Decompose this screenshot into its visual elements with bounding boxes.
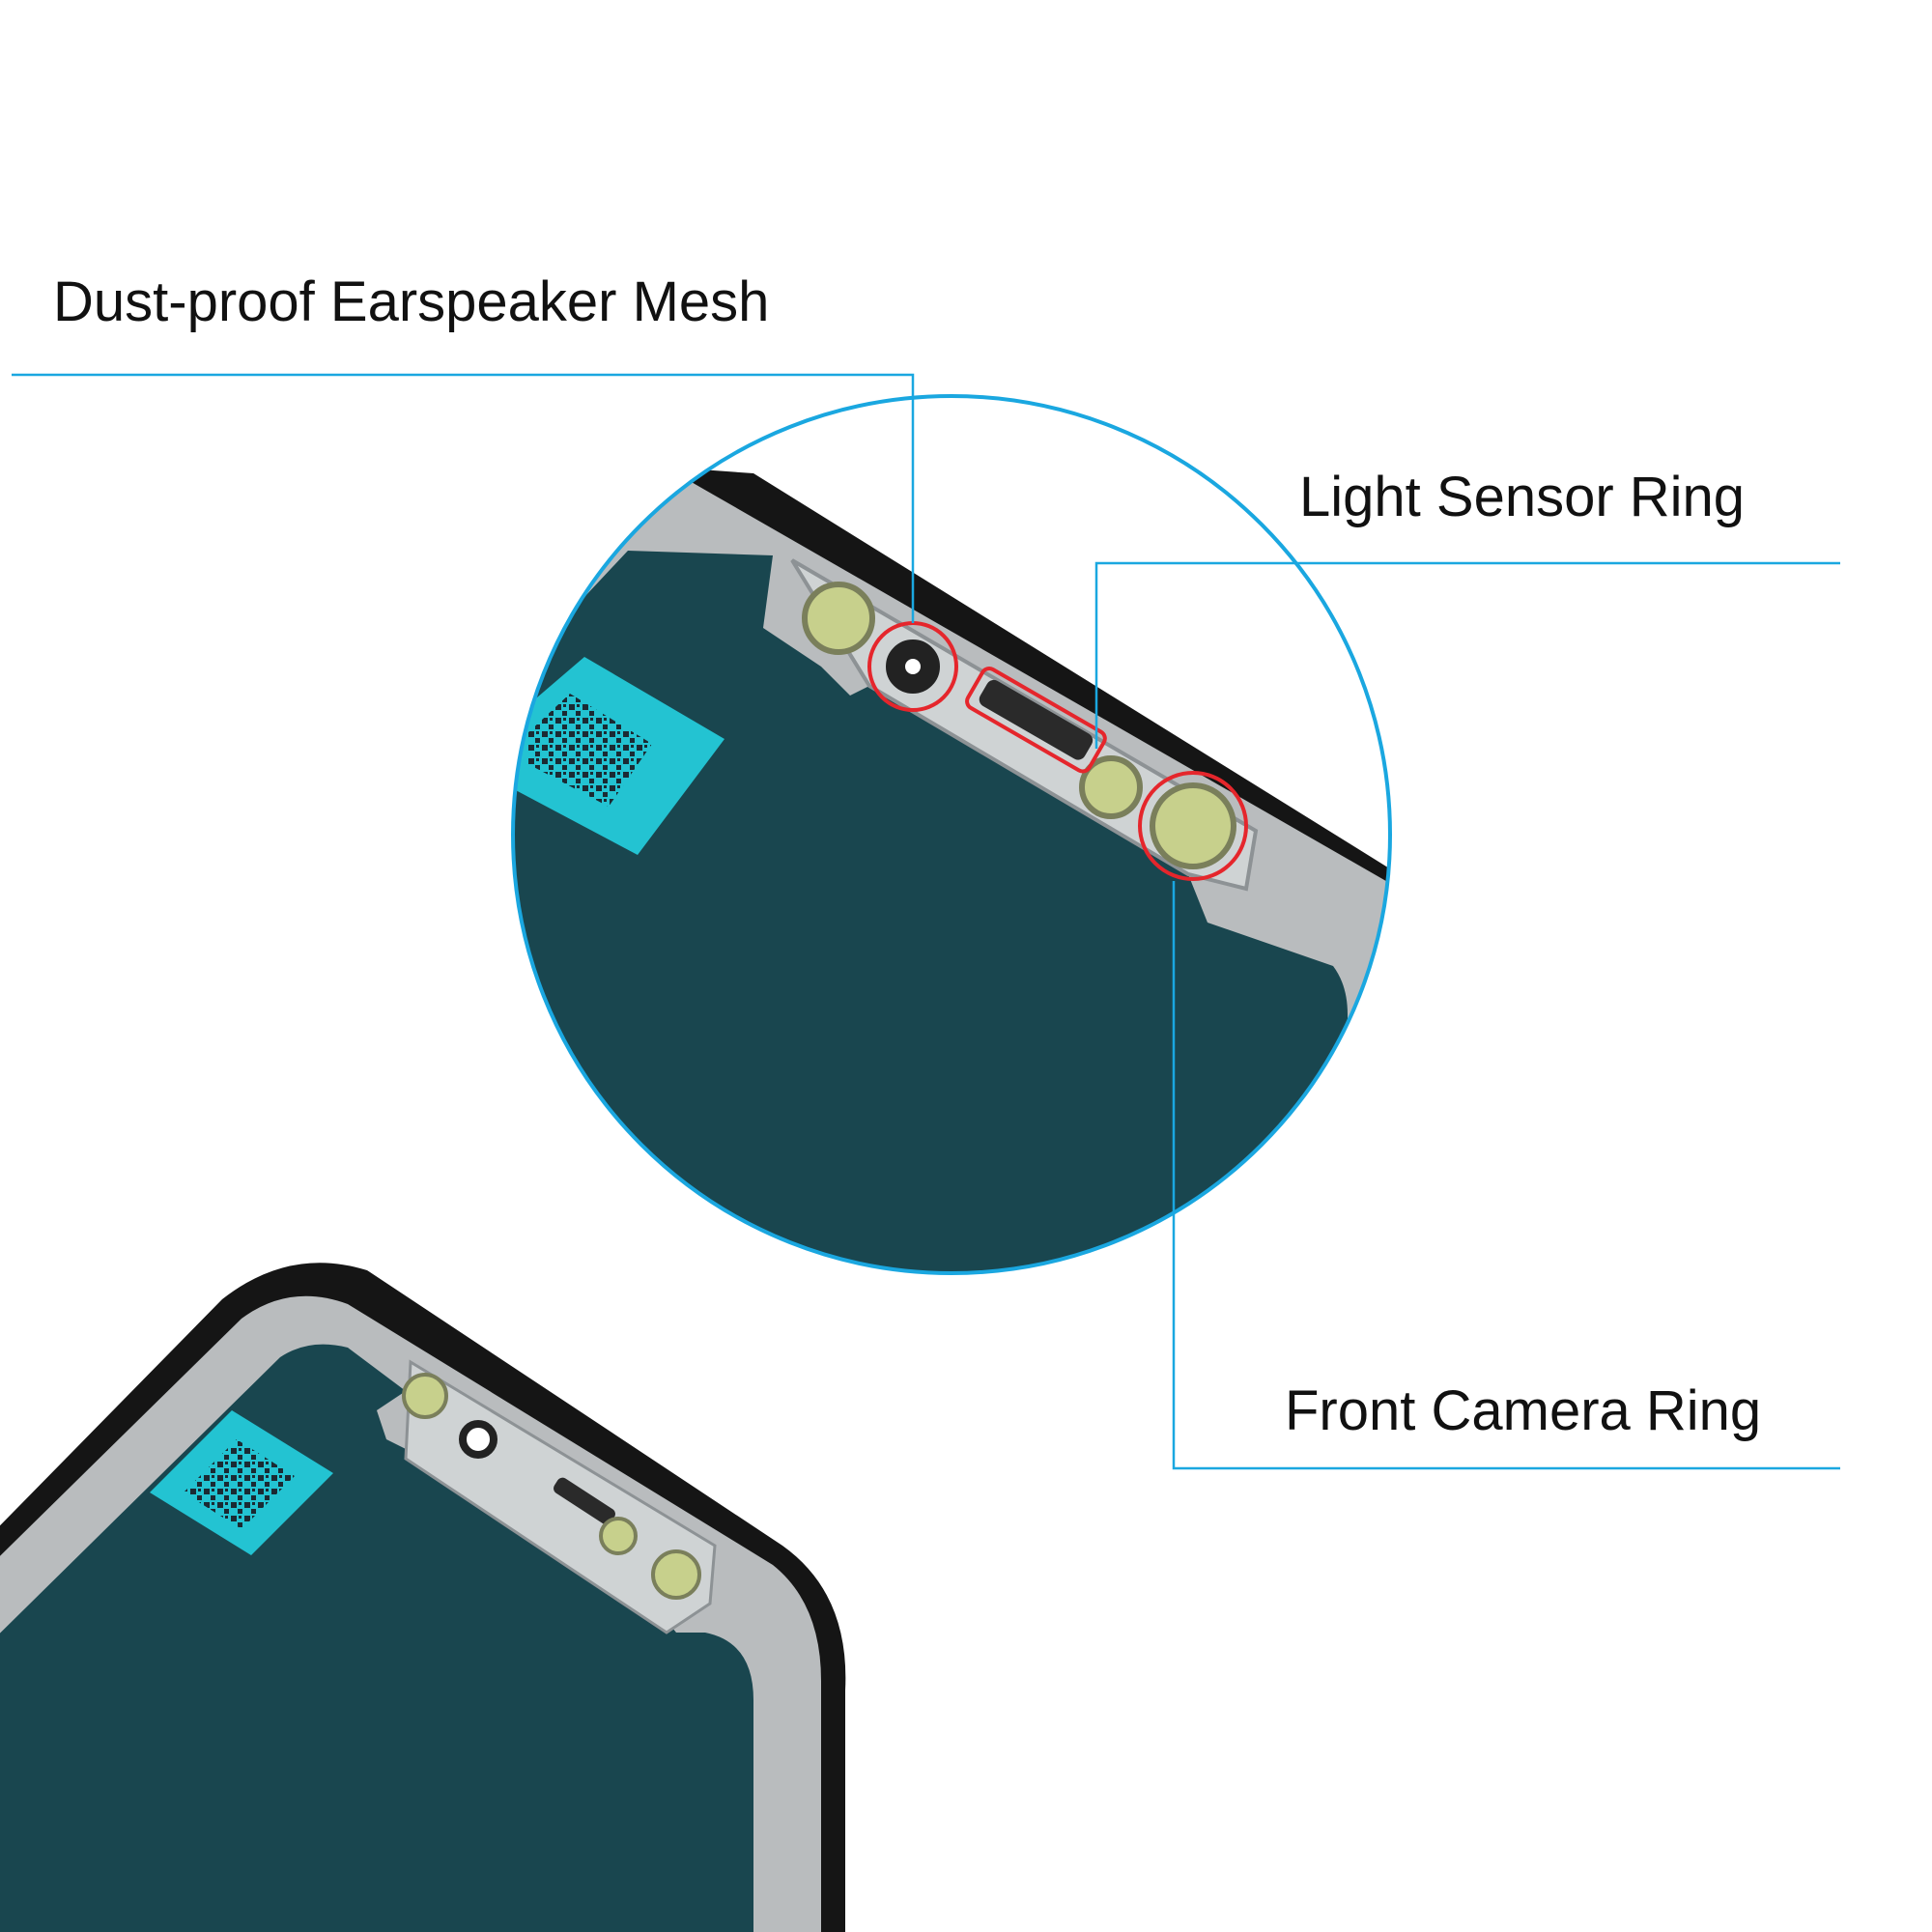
zoom-left-sensor-pad (802, 582, 875, 655)
phone-qr-sticker (150, 1410, 333, 1555)
highlight-ring-camera (1138, 771, 1248, 881)
label-earspeaker-mesh: Dust-proof Earspeaker Mesh (53, 270, 770, 333)
label-front-camera-ring: Front Camera Ring (1285, 1379, 1762, 1442)
qr-code-icon (184, 1439, 295, 1529)
phone-front-camera (651, 1549, 701, 1600)
zoom-circle-border (511, 394, 1392, 1275)
callout-line-light-sensor-ring (1094, 561, 1840, 749)
zoom-earspeaker-hole (886, 639, 940, 694)
zoom-front-camera (1150, 782, 1236, 869)
highlight-ring-slot (965, 667, 1107, 774)
callout-line-earspeaker-mesh (12, 373, 915, 623)
phone-display-assembly (0, 1263, 846, 1932)
phone-light-sensor (599, 1517, 638, 1555)
phone-earspeaker-hole (459, 1420, 497, 1459)
phone-left-sensor-pad (402, 1373, 448, 1419)
phone-earspeaker-slot (554, 1477, 615, 1525)
callout-line-front-camera-ring (1172, 881, 1840, 1470)
zoom-qr-sticker (513, 657, 724, 855)
zoom-detail (513, 396, 1390, 1273)
label-light-sensor-ring: Light Sensor Ring (1299, 466, 1746, 528)
qr-code-icon (526, 694, 652, 807)
zoom-light-sensor (1079, 755, 1143, 819)
zoom-earspeaker-slot (979, 679, 1094, 760)
